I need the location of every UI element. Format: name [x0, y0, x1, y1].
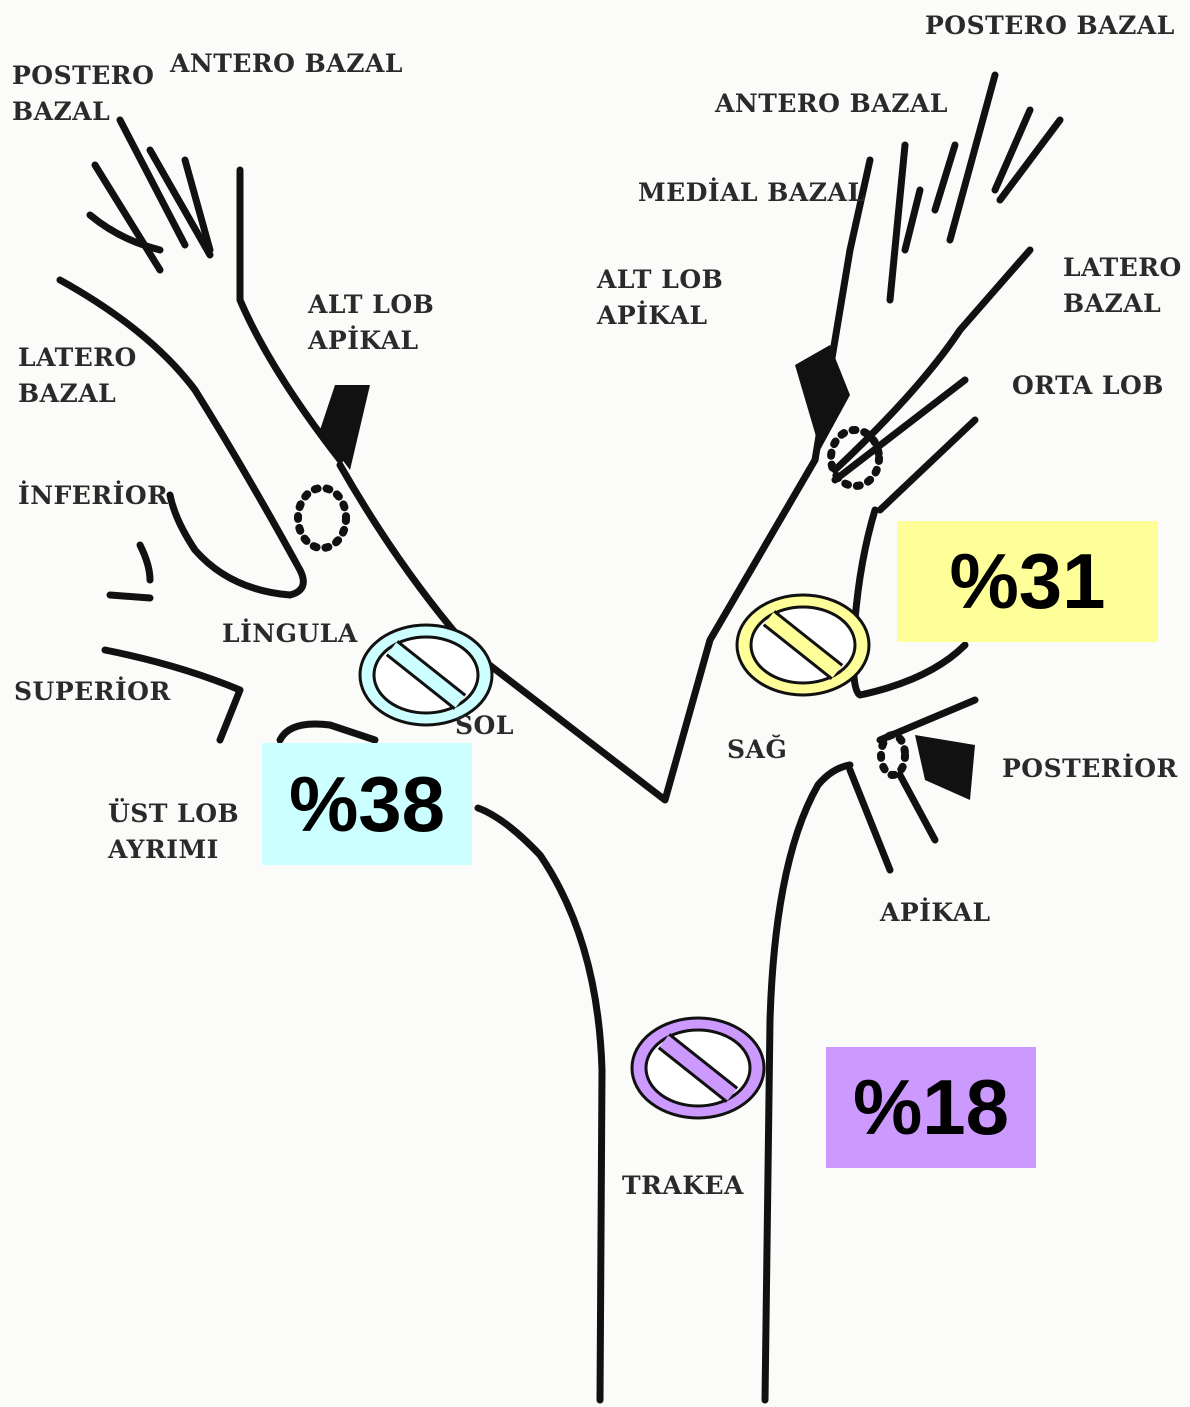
- prohibition-circle-icon: [737, 595, 869, 695]
- label-lingula: LİNGULA: [222, 616, 358, 652]
- dotted-ring-icon: [831, 430, 879, 486]
- percentage-left-badge: %38: [262, 743, 472, 865]
- right-latero-branch: [835, 250, 1030, 470]
- filled-wedge-icon: [320, 385, 370, 470]
- right-medial-branch: [890, 145, 905, 300]
- label-postero-bazal-right: POSTERO BAZAL: [925, 8, 1175, 44]
- label-postero-bazal-left: POSTERO BAZAL: [12, 58, 154, 130]
- left-upper-lobe-split: [280, 724, 375, 740]
- label-antero-bazal-left: ANTERO BAZAL: [170, 46, 403, 82]
- left-inferior-branch: [140, 545, 150, 580]
- label-inferior: İNFERİOR: [18, 478, 168, 514]
- prohibition-circle-icon: [632, 1018, 764, 1118]
- wedge-markers: [320, 345, 975, 800]
- label-superior: SUPERİOR: [14, 674, 171, 710]
- dotted-ring-icon: [881, 735, 905, 775]
- label-ust-lob-ayrimi: ÜST LOB AYRIMI: [108, 796, 239, 868]
- trachea-left-wall: [478, 808, 602, 1400]
- label-sol: SOL: [455, 708, 514, 744]
- right-anterobazal-branch-2: [935, 145, 955, 210]
- percentage-right-badge: %31: [897, 521, 1158, 642]
- right-apikal-branch-2: [900, 775, 935, 840]
- label-apikal: APİKAL: [880, 895, 991, 931]
- left-lingula-line: [110, 595, 150, 598]
- label-latero-bazal-left: LATERO BAZAL: [18, 340, 137, 412]
- label-latero-bazal-right: LATERO BAZAL: [1063, 250, 1182, 322]
- dotted-ring-icon: [298, 488, 346, 548]
- right-apikal-branch-1: [850, 770, 890, 870]
- label-orta-lob: ORTA LOB: [1012, 368, 1164, 404]
- right-anterobazal-branch-1: [950, 75, 995, 240]
- label-trakea: TRAKEA: [622, 1168, 744, 1204]
- right-medial-branch-2: [905, 190, 920, 250]
- label-medial-bazal: MEDİAL BAZAL: [638, 175, 866, 211]
- filled-wedge-icon: [915, 735, 975, 800]
- percentage-trachea-badge: %18: [826, 1047, 1036, 1168]
- left-anterobasal-branch-3: [90, 215, 160, 250]
- airway-outline: [60, 75, 1060, 1400]
- left-lower-lobe-outer-wall: [60, 280, 303, 595]
- label-posterior: POSTERİOR: [1002, 751, 1178, 787]
- label-alt-lob-apikal-left: ALT LOB APİKAL: [308, 287, 434, 359]
- label-alt-lob-apikal-right: ALT LOB APİKAL: [597, 262, 723, 334]
- label-sag: SAĞ: [727, 732, 787, 768]
- label-antero-bazal-right: ANTERO BAZAL: [715, 86, 948, 122]
